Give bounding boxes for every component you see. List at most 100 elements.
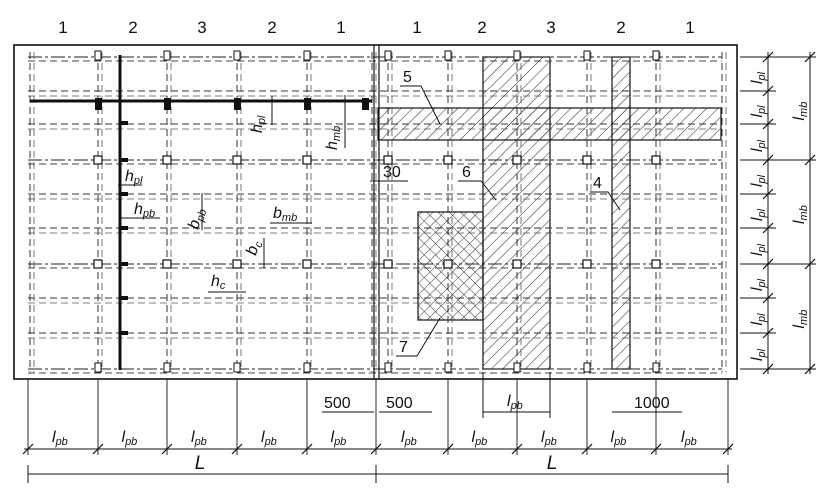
dimension-tick (762, 327, 774, 339)
svg-text:bc: bc (243, 238, 265, 257)
dimension-tick (762, 188, 774, 200)
post-marker-edge (233, 50, 241, 61)
main-beam-left (30, 55, 372, 370)
post-marker (651, 155, 661, 165)
beam-tick (120, 158, 128, 162)
span-label-l-pl: lpl (749, 243, 768, 256)
post-marker (512, 259, 522, 269)
svg-text:30: 30 (383, 164, 401, 181)
label-sub: pb (510, 400, 523, 412)
post-marker-edge (384, 362, 392, 373)
h-mb-label: hmb (324, 95, 346, 150)
beam-block (164, 98, 171, 110)
post-marker-edge (233, 362, 241, 373)
span-label-l-pl: lpl (749, 348, 768, 361)
dimension-tick (762, 85, 774, 97)
post-marker (232, 155, 242, 165)
svg-text:hpl: hpl (125, 168, 143, 187)
span-label-l-pl: lpl (749, 139, 768, 152)
beam-block (362, 98, 369, 110)
dimension-tick (762, 222, 774, 234)
span-label-l-pl: lpl (749, 174, 768, 187)
post-marker-edge (583, 362, 591, 373)
post-marker (582, 155, 592, 165)
dimension-tick (92, 443, 104, 455)
beam-tick (120, 192, 128, 196)
column-marker: 2 (128, 18, 137, 37)
post-marker-edge (513, 50, 521, 61)
label-sub: c (253, 240, 266, 249)
svg-text:lpb: lpb (507, 393, 523, 412)
label-sub: pl (133, 175, 143, 187)
label-sub: c (220, 280, 226, 292)
span-label-l-pb: lpb (401, 429, 417, 448)
post-marker-edge (163, 50, 171, 61)
dimension-tick (804, 154, 816, 166)
hatched-pillar-strip (611, 56, 631, 370)
dimension-tick (442, 443, 454, 455)
svg-text:6: 6 (462, 164, 471, 181)
label-base: h (324, 141, 341, 150)
span-label-l-pl: lpl (749, 278, 768, 291)
column-markers: 1 2 3 2 1 1 2 3 2 1 (58, 18, 694, 37)
post-marker-edge (444, 50, 452, 61)
post-marker (651, 259, 661, 269)
primary-beam-span-dimension: lpb (482, 372, 551, 418)
post-marker (162, 259, 172, 269)
label-sub: pl (256, 115, 268, 125)
dimension-tick (762, 363, 774, 375)
dimension-tick (301, 443, 313, 455)
b-c-label: bc (243, 238, 266, 268)
dimension-30: 30 (370, 164, 408, 182)
span-label-l-pb: lpb (611, 429, 627, 448)
column-marker: 2 (616, 18, 625, 37)
dimension-tick (581, 443, 593, 455)
svg-text:4: 4 (593, 175, 602, 192)
post-marker-edge (444, 362, 452, 373)
dimension-tick (762, 154, 774, 166)
overall-length-dimensions: L L (27, 453, 729, 483)
span-label-l-pb: lpb (331, 429, 347, 448)
svg-text:5: 5 (403, 69, 412, 86)
column-marker: 1 (685, 18, 694, 37)
dimension-tick (804, 258, 816, 270)
span-label-l-pl: lpl (749, 105, 768, 118)
dimension-tick (804, 51, 816, 63)
label-base: h (249, 124, 266, 133)
beam-tick (120, 262, 128, 266)
span-label-l-pb: lpb (541, 429, 557, 448)
label-sub: mb (331, 126, 343, 141)
svg-text:hc: hc (211, 273, 226, 292)
h-pl-label-top: hpl (249, 96, 273, 133)
callout-6: 6 (458, 164, 497, 201)
label-base: l (507, 393, 511, 410)
dimension-tick (511, 443, 523, 455)
label-base: h (125, 168, 134, 185)
h-pl-label-left: hpl (118, 168, 143, 187)
span-label-l-pl: lpl (749, 313, 768, 326)
column-marker: 3 (197, 18, 206, 37)
post-marker-edge (303, 362, 311, 373)
column-marker: 2 (477, 18, 486, 37)
column-marker: 3 (546, 18, 555, 37)
b-pb-label: bpb (185, 193, 209, 231)
post-marker (162, 155, 172, 165)
span-label-l-mb: lmb (791, 310, 810, 329)
label-sub: pb (142, 208, 155, 220)
post-marker-edge (94, 362, 102, 373)
post-marker-edge (583, 50, 591, 61)
dimension-tick (762, 51, 774, 63)
column-marker: 2 (267, 18, 276, 37)
post-marker-edge (652, 50, 660, 61)
overall-length-left: L (195, 453, 206, 474)
h-pb-label: hpb (120, 201, 160, 220)
callout-5: 5 (400, 69, 441, 125)
beam-block (95, 98, 102, 110)
label-sub: mb (282, 212, 297, 224)
post-marker (383, 155, 393, 165)
label-sub: pb (194, 208, 209, 224)
post-marker (93, 259, 103, 269)
span-label-l-pb: lpb (472, 429, 488, 448)
